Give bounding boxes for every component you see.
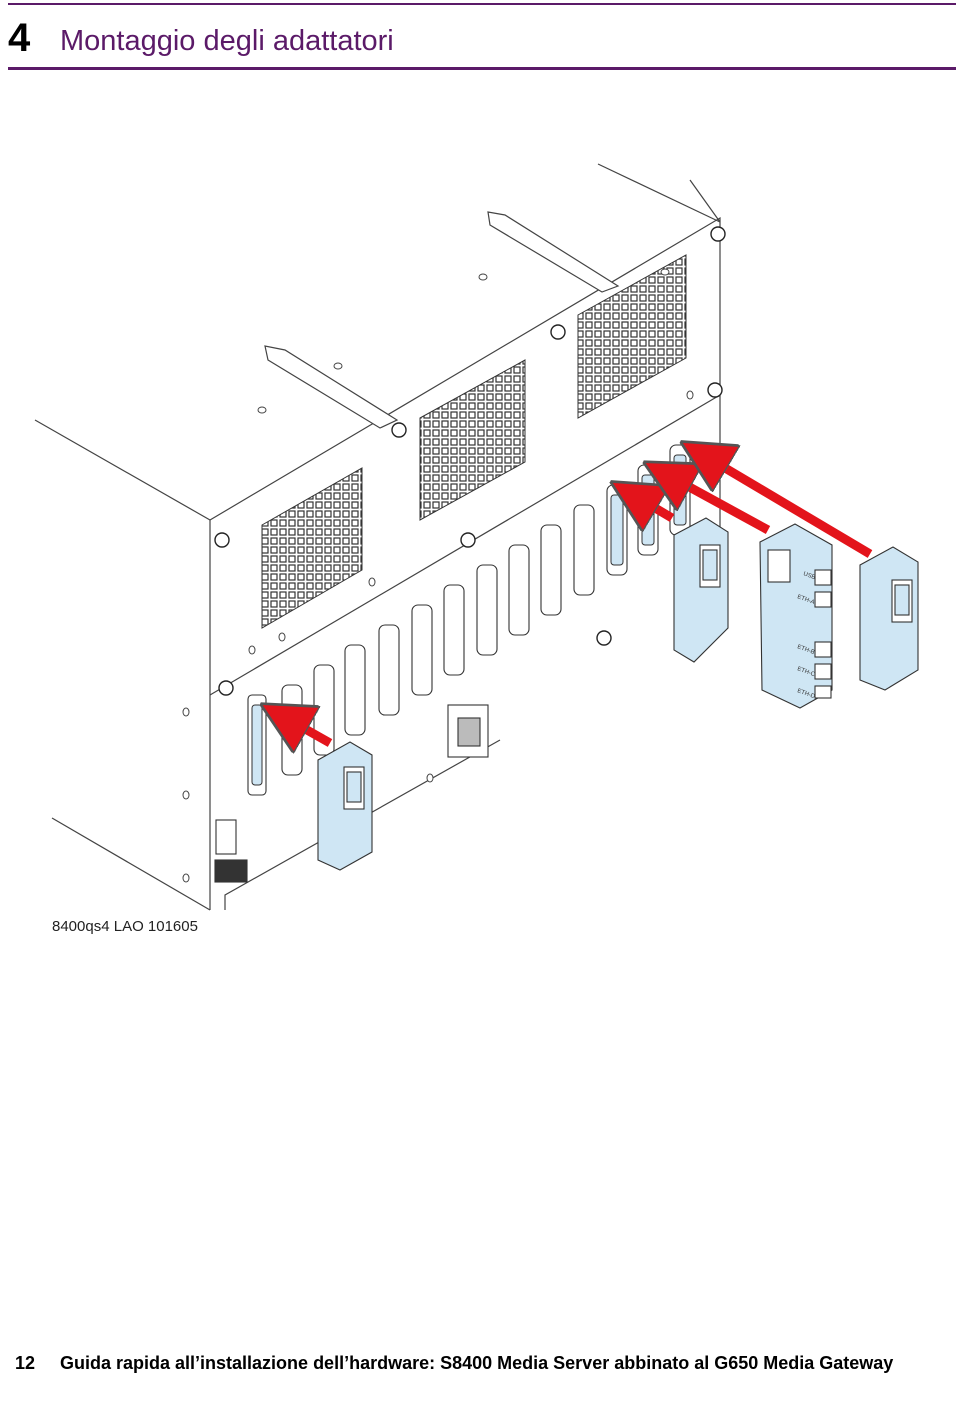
fan-grills [261, 254, 687, 629]
thumbscrews [214, 226, 726, 696]
top-rule [8, 3, 956, 5]
adapter-serial-left [317, 741, 373, 871]
page-number: 12 [15, 1353, 36, 1373]
figure-caption: 8400qs4 LAO 101605 [52, 918, 198, 935]
power-module [214, 704, 489, 883]
header-rule [8, 67, 956, 70]
mounting-holes [182, 268, 694, 883]
adapter-serial-middle [673, 517, 729, 663]
fan-grill-right [577, 254, 687, 419]
chassis-illustration: USB ETH-A ETH-B ETH-C ETH-D [34, 163, 919, 911]
fan-grill-center [419, 359, 526, 521]
fan-grill-left [261, 467, 363, 629]
footer-text: Guida rapida all’installazione dell’hard… [60, 1353, 894, 1373]
section-title: Montaggio degli adattatori [60, 25, 394, 57]
section-number: 4 [8, 16, 31, 60]
port-label-usb: USB [802, 571, 816, 581]
port-label-eth-a: ETH-A [796, 594, 815, 606]
page-footer: 12 Guida rapida all’installazione dell’ha… [15, 1351, 915, 1376]
mounting-rails [264, 211, 620, 429]
adapter-ethernet [759, 523, 833, 709]
adapter-serial-right [859, 546, 919, 691]
adapters [317, 517, 919, 871]
insertion-arrows [268, 446, 873, 743]
port-label-eth-b: ETH-B [796, 644, 815, 656]
